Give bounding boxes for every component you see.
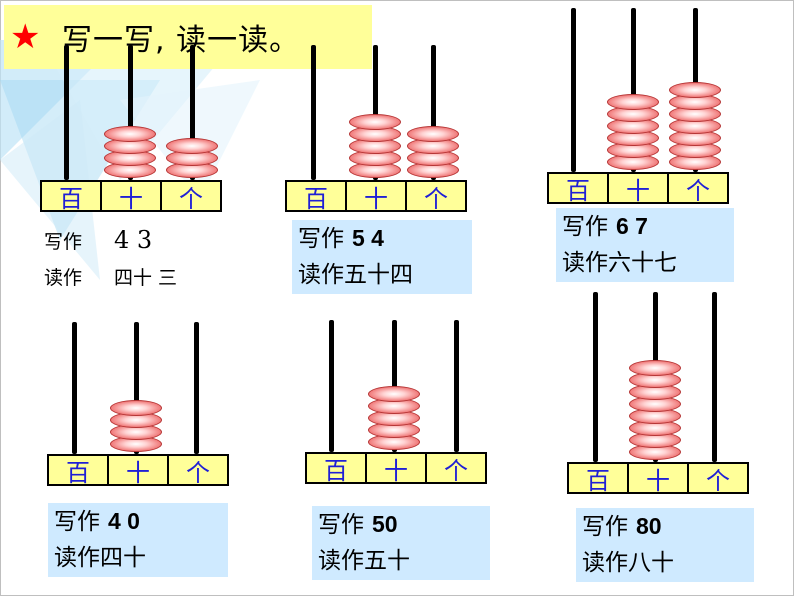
answer-3: 写作 6 7 读作六十七 <box>556 208 734 282</box>
answer-1: 写作 4 3 读作 四十 三 <box>44 222 177 296</box>
read-label: 读作 <box>54 545 100 571</box>
rod-ones <box>431 45 436 180</box>
abacus-bead <box>669 82 721 98</box>
label-ones: 个 <box>686 176 710 205</box>
abacus-bead <box>110 400 162 416</box>
write-label: 写作 <box>318 512 364 538</box>
rod-hundreds <box>311 45 316 180</box>
place-label-bar: 百 十 个 <box>47 454 229 487</box>
abacus-3: 百 十 个 <box>547 8 729 213</box>
label-ones: 个 <box>179 184 203 213</box>
rod-tens <box>373 45 378 180</box>
write-value: 5 4 <box>352 225 384 251</box>
label-tens: 十 <box>367 454 427 485</box>
place-label-bar: 百 十 个 <box>285 180 467 213</box>
write-value: 50 <box>372 511 398 537</box>
label-hundreds: 百 <box>49 456 109 487</box>
read-value: 五十 <box>364 548 410 574</box>
write-label: 写作 <box>562 214 608 240</box>
read-label: 读作 <box>298 262 344 288</box>
label-hundreds: 百 <box>42 182 102 213</box>
place-label-bar: 百 十 个 <box>567 462 749 495</box>
abacus-2: 百 十 个 <box>285 45 467 215</box>
abacus-5: 百 十 个 <box>305 320 487 488</box>
write-label: 写作 <box>44 231 83 253</box>
rod-ones <box>190 45 195 180</box>
write-value: 80 <box>636 513 662 539</box>
place-label-bar: 百 十 个 <box>305 452 487 485</box>
label-hundreds: 百 <box>569 464 629 495</box>
label-tens: 十 <box>609 174 669 205</box>
write-label: 写作 <box>582 514 628 540</box>
rod-ones <box>454 320 459 452</box>
rod-hundreds <box>593 292 598 462</box>
rod-tens <box>134 322 139 454</box>
label-ones: 个 <box>424 184 448 213</box>
read-label: 读作 <box>582 550 628 576</box>
rod-ones <box>712 292 717 462</box>
answer-6: 写作 80 读作八十 <box>576 508 754 582</box>
abacus-1: 百 十 个 <box>40 45 222 215</box>
answer-4: 写作 4 0 读作四十 <box>48 503 228 577</box>
star-icon: ★ <box>10 17 41 57</box>
abacus-6: 百 十 个 <box>567 292 749 497</box>
abacus-bead <box>166 138 218 154</box>
label-ones: 个 <box>444 456 468 485</box>
rod-hundreds <box>72 322 77 454</box>
read-value: 四十 三 <box>114 267 178 289</box>
abacus-bead <box>368 386 420 402</box>
read-value: 五十四 <box>344 262 413 288</box>
label-tens: 十 <box>102 182 162 213</box>
write-label: 写作 <box>54 509 100 535</box>
write-value: 4 3 <box>114 226 153 254</box>
read-value: 四十 <box>100 545 146 571</box>
rod-hundreds <box>571 8 576 172</box>
read-label: 读作 <box>44 267 83 289</box>
label-hundreds: 百 <box>307 454 367 485</box>
label-ones: 个 <box>706 466 730 495</box>
label-tens: 十 <box>347 182 407 213</box>
abacus-bead <box>407 126 459 142</box>
abacus-bead <box>607 94 659 110</box>
rod-hundreds <box>64 45 69 180</box>
label-tens: 十 <box>109 456 169 487</box>
label-hundreds: 百 <box>287 182 347 213</box>
page-title: 写一写, 读一读。 <box>62 23 301 58</box>
rod-tens <box>128 45 133 180</box>
abacus-bead <box>349 114 401 130</box>
label-hundreds: 百 <box>549 174 609 205</box>
write-value: 6 7 <box>616 213 648 239</box>
read-label: 读作 <box>318 548 364 574</box>
rod-hundreds <box>329 320 334 452</box>
answer-5: 写作 50 读作五十 <box>312 506 490 580</box>
place-label-bar: 百 十 个 <box>40 180 222 213</box>
answer-2: 写作 5 4 读作五十四 <box>292 220 472 294</box>
abacus-bead <box>629 360 681 376</box>
rod-tens <box>631 8 636 172</box>
read-value: 八十 <box>628 550 674 576</box>
label-ones: 个 <box>186 458 210 487</box>
place-label-bar: 百 十 个 <box>547 172 729 205</box>
label-tens: 十 <box>629 464 689 495</box>
write-value: 4 0 <box>108 508 140 534</box>
rod-ones <box>194 322 199 454</box>
read-label: 读作 <box>562 250 608 276</box>
write-label: 写作 <box>298 226 344 252</box>
read-value: 六十七 <box>608 250 677 276</box>
abacus-4: 百 十 个 <box>47 322 229 490</box>
header-banner: ★ 写一写, 读一读。 <box>4 5 372 69</box>
abacus-bead <box>104 126 156 142</box>
